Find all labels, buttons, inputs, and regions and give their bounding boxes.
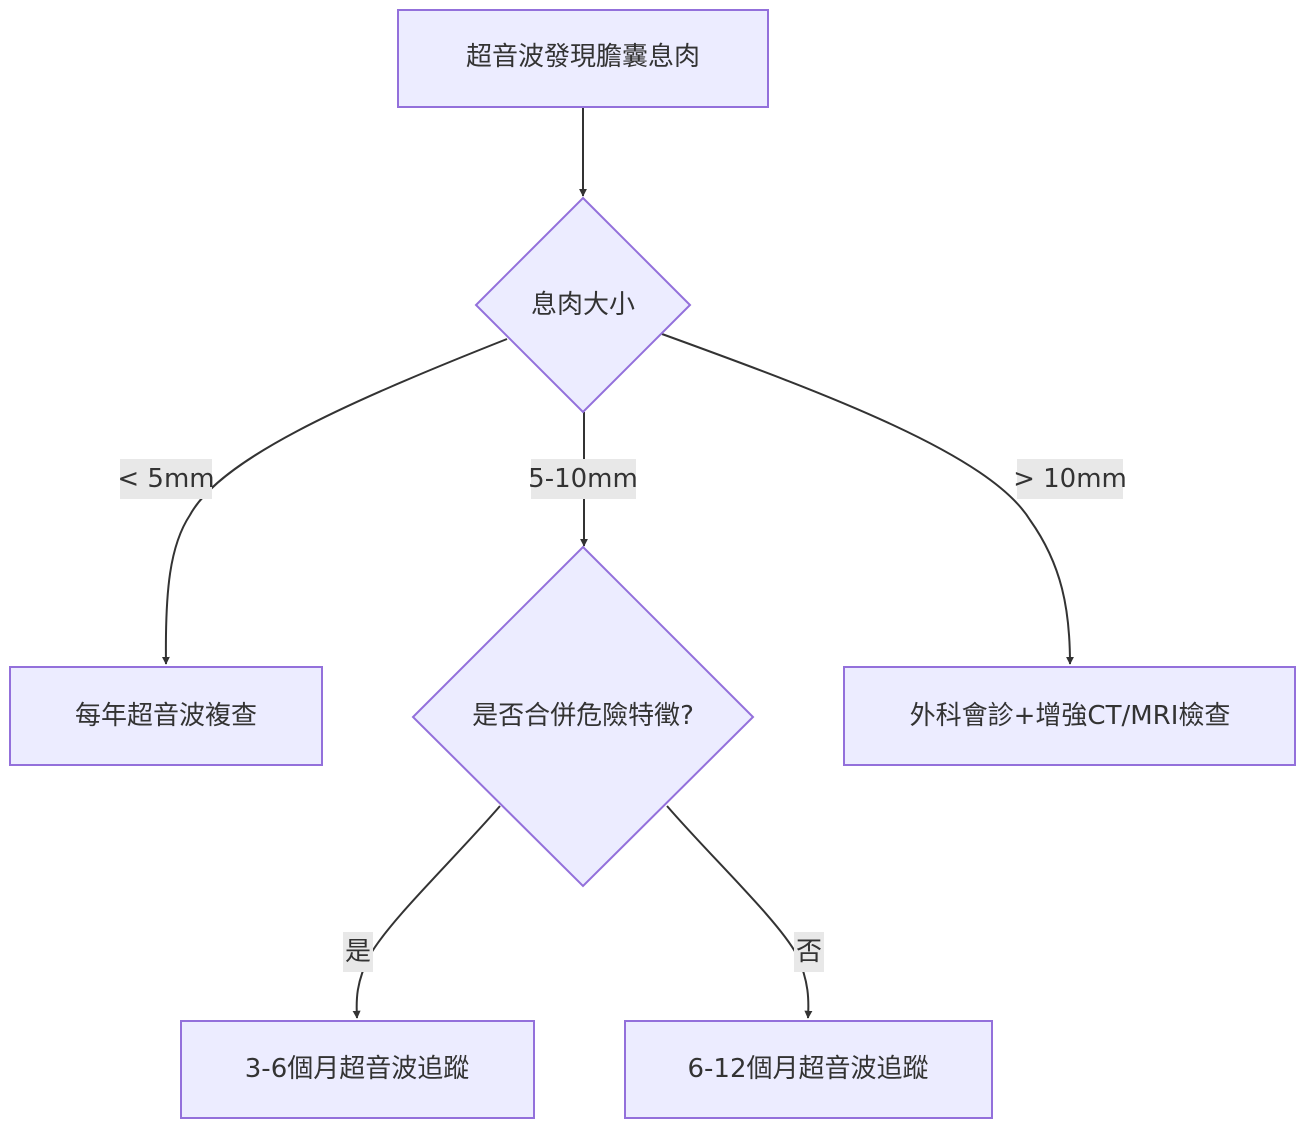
node-small-result-label: 每年超音波複查: [75, 701, 257, 731]
edge-label-small-text: < 5mm: [117, 464, 214, 494]
edge-label-small: < 5mm: [117, 459, 215, 499]
node-risk-yes-result-label: 3-6個月超音波追蹤: [245, 1054, 469, 1084]
node-risk-yes-result: 3-6個月超音波追蹤: [180, 1020, 535, 1119]
edge-label-yes: 是: [343, 932, 373, 972]
node-large-result: 外科會診+增強CT/MRI檢查: [843, 666, 1296, 766]
edge-label-yes-text: 是: [345, 937, 371, 967]
edge-label-large-text: > 10mm: [1013, 464, 1127, 494]
edge-label-large: > 10mm: [1013, 459, 1127, 499]
node-small-result: 每年超音波複查: [9, 666, 323, 766]
node-risk-decision: 是否合併危險特徵?: [411, 545, 755, 888]
node-start-label: 超音波發現膽囊息肉: [466, 42, 700, 72]
node-start: 超音波發現膽囊息肉: [397, 9, 769, 108]
edge-risk-to-yes: [352, 805, 501, 1019]
edge-labels: < 5mm 5-10mm > 10mm 是 否: [117, 459, 1127, 972]
edge-size-to-large: [661, 333, 1074, 665]
node-size-decision: 息肉大小: [474, 196, 692, 414]
node-risk-no-result: 6-12個月超音波追蹤: [624, 1020, 993, 1119]
edge-label-no: 否: [794, 932, 824, 972]
edges: [161, 108, 1074, 1019]
node-risk-decision-label: 是否合併危險特徵?: [472, 701, 694, 731]
nodes: 超音波發現膽囊息肉 息肉大小 每年超音波複查 是否合併危險特徵? 外科會診+增強…: [9, 9, 1296, 1119]
edge-label-medium-text: 5-10mm: [528, 464, 638, 494]
edge-label-medium: 5-10mm: [528, 459, 638, 499]
node-risk-no-result-label: 6-12個月超音波追蹤: [687, 1054, 928, 1084]
node-size-decision-label: 息肉大小: [531, 290, 635, 320]
edge-label-no-text: 否: [796, 937, 822, 967]
edge-risk-to-no: [666, 805, 813, 1019]
node-large-result-label: 外科會診+增強CT/MRI檢查: [910, 701, 1231, 731]
edge-size-to-small: [161, 338, 508, 665]
